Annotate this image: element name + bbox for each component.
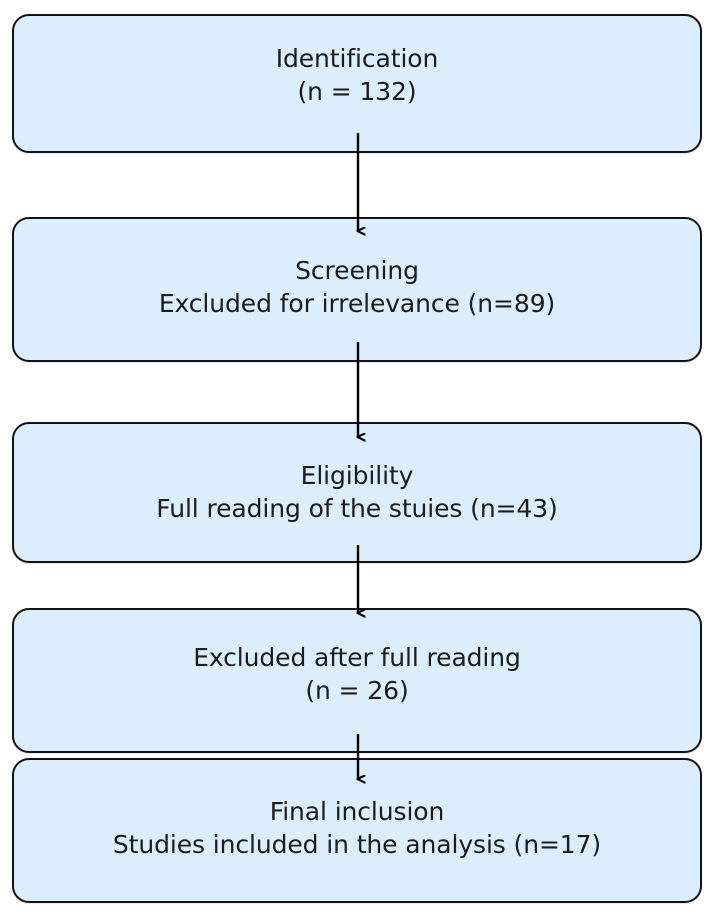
flow-node-eligibility[interactable]: Eligibility Full reading of the stuies (…: [12, 422, 702, 563]
node-text-block: Screening Excluded for irrelevance (n=89…: [159, 255, 555, 320]
node-title-identification: Identification: [275, 44, 439, 73]
node-subtitle-final-inclusion: Studies included in the analysis (n=17): [112, 829, 602, 859]
flow-node-final-inclusion[interactable]: Final inclusion Studies included in the …: [12, 758, 702, 903]
node-text-block: Eligibility Full reading of the stuies (…: [156, 460, 558, 525]
flow-node-excluded-after-full-reading[interactable]: Excluded after full reading (n = 26): [12, 608, 702, 753]
node-text-block: Excluded after full reading (n = 26): [193, 642, 521, 707]
node-text-block: Identification (n = 132): [276, 43, 439, 108]
node-title-final-inclusion: Final inclusion: [269, 797, 445, 826]
node-title-excluded-after-full-reading: Excluded after full reading: [193, 643, 521, 672]
flow-node-screening[interactable]: Screening Excluded for irrelevance (n=89…: [12, 217, 702, 362]
flow-node-identification[interactable]: Identification (n = 132): [12, 14, 702, 153]
node-text-block: Final inclusion Studies included in the …: [113, 796, 601, 861]
node-title-eligibility: Eligibility: [300, 461, 414, 490]
node-subtitle-eligibility: Full reading of the stuies (n=43): [156, 493, 558, 523]
node-subtitle-screening: Excluded for irrelevance (n=89): [158, 288, 556, 318]
node-subtitle-identification: (n = 132): [297, 76, 417, 106]
node-title-screening: Screening: [295, 256, 419, 285]
node-subtitle-excluded-after-full-reading: (n = 26): [305, 675, 409, 705]
